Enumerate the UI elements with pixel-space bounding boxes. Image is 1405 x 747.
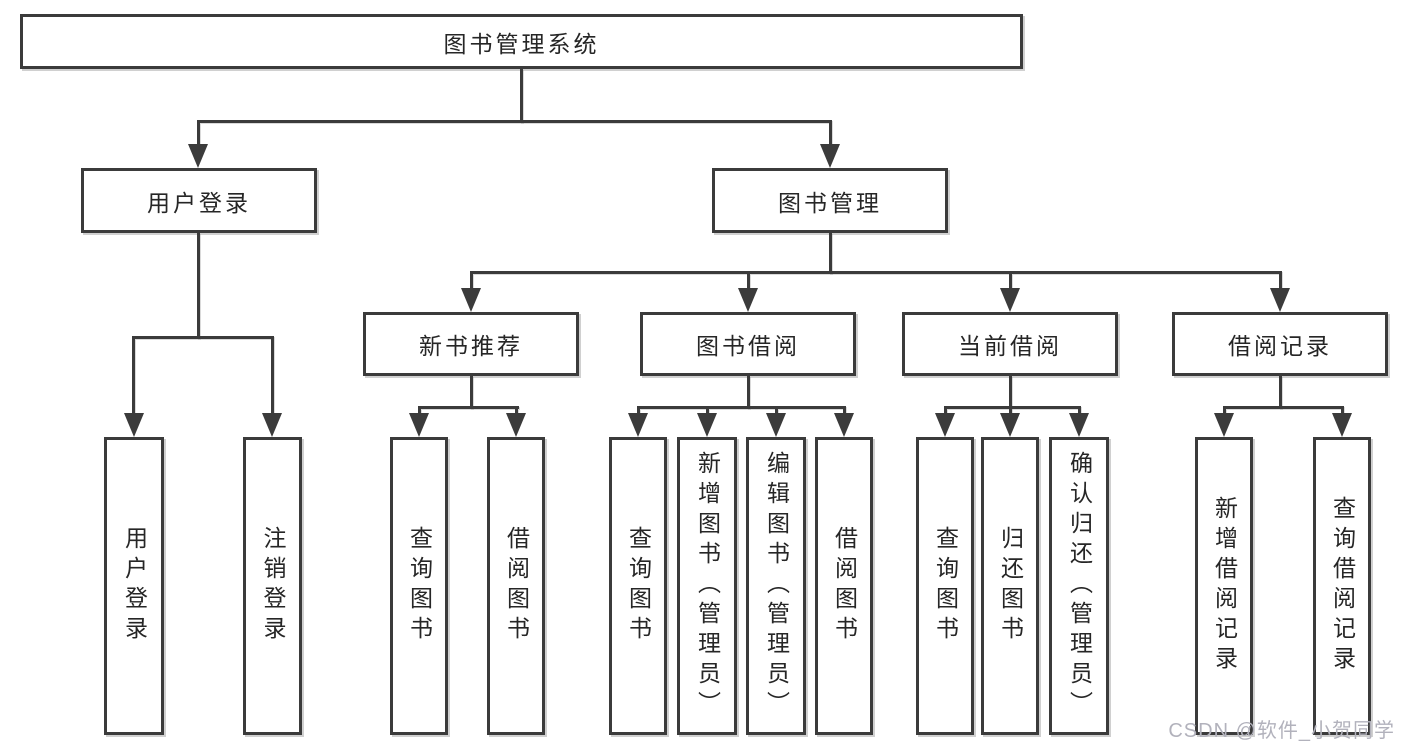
arrowhead-bb-add	[697, 413, 717, 437]
node-leaf-bb-query-books: 查询图书	[609, 437, 667, 735]
node-leaf-bb-edit-book-admin-label: 编辑图书（管理员）	[763, 451, 790, 721]
watermark: CSDN @软件_小贺同学	[1168, 720, 1395, 742]
connector-drop-bb-query	[637, 409, 640, 416]
arrowhead-new-book-recommend	[461, 288, 481, 312]
node-leaf-bb-borrow-books: 借阅图书	[815, 437, 873, 735]
connector-nbr-vertical	[470, 376, 473, 409]
connector-drop-book-management	[829, 123, 832, 146]
connector-drop-br-add	[1223, 409, 1226, 416]
connector-user-login-horizontal	[132, 336, 274, 339]
node-leaf-bb-query-books-label: 查询图书	[625, 526, 652, 646]
node-leaf-user-login-label: 用户登录	[121, 526, 148, 646]
node-book-borrow: 图书借阅	[640, 312, 856, 376]
connector-bb-vertical	[747, 376, 750, 409]
connector-drop-nbr-borrow	[515, 409, 518, 416]
connector-drop-bb-edit	[775, 409, 778, 416]
node-leaf-br-add-record-label: 新增借阅记录	[1211, 496, 1238, 676]
connector-root-vertical	[520, 69, 523, 123]
node-leaf-bb-add-book-admin: 新增图书（管理员）	[677, 437, 737, 735]
connector-drop-nbr-query	[418, 409, 421, 416]
connector-drop-bb-borrow	[843, 409, 846, 416]
node-leaf-logout-label: 注销登录	[260, 526, 286, 646]
arrowhead-cb-return	[1000, 413, 1020, 437]
node-borrow-records: 借阅记录	[1172, 312, 1388, 376]
node-leaf-nbr-borrow-books-label: 借阅图书	[503, 526, 530, 646]
node-book-management: 图书管理	[712, 168, 948, 233]
connector-drop-book-borrow	[747, 274, 750, 291]
node-leaf-bb-edit-book-admin: 编辑图书（管理员）	[746, 437, 806, 735]
arrowhead-current-borrow	[1000, 288, 1020, 312]
connector-bb-horizontal	[637, 406, 846, 409]
arrowhead-br-query	[1332, 413, 1352, 437]
node-new-book-recommend: 新书推荐	[363, 312, 579, 376]
connector-drop-login-leaf	[132, 339, 135, 415]
node-leaf-cb-confirm-return-admin: 确认归还（管理员）	[1049, 437, 1109, 735]
node-leaf-nbr-query-books-label: 查询图书	[406, 526, 433, 646]
arrowhead-br-add	[1214, 413, 1234, 437]
node-leaf-cb-return-books: 归还图书	[981, 437, 1039, 735]
connector-user-login-vertical	[197, 233, 200, 339]
node-leaf-cb-query-books-label: 查询图书	[932, 526, 959, 646]
connector-drop-bb-add	[706, 409, 709, 416]
node-leaf-cb-confirm-return-admin-label: 确认归还（管理员）	[1066, 451, 1093, 721]
arrowhead-bb-edit	[766, 413, 786, 437]
node-current-borrow: 当前借阅	[902, 312, 1118, 376]
connector-drop-cb-query	[944, 409, 947, 416]
connector-br-horizontal	[1223, 406, 1344, 409]
connector-drop-borrow-records	[1279, 274, 1282, 291]
node-leaf-br-query-record: 查询借阅记录	[1313, 437, 1371, 735]
arrowhead-bb-query	[628, 413, 648, 437]
connector-drop-user-login	[197, 123, 200, 146]
connector-drop-br-query	[1341, 409, 1344, 416]
arrowhead-nbr-borrow	[506, 413, 526, 437]
node-leaf-cb-return-books-label: 归还图书	[997, 526, 1024, 646]
node-leaf-bb-borrow-books-label: 借阅图书	[831, 526, 858, 646]
connector-book-management-horizontal	[470, 271, 1282, 274]
connector-root-horizontal	[197, 120, 832, 123]
connector-cb-horizontal	[944, 406, 1081, 409]
node-leaf-nbr-query-books: 查询图书	[390, 437, 448, 735]
arrowhead-bb-borrow	[834, 413, 854, 437]
arrowhead-nbr-query	[409, 413, 429, 437]
connector-drop-current-borrow	[1009, 274, 1012, 291]
arrowhead-borrow-records	[1270, 288, 1290, 312]
node-leaf-user-login: 用户登录	[104, 437, 164, 735]
node-leaf-br-add-record: 新增借阅记录	[1195, 437, 1253, 735]
node-leaf-br-query-record-label: 查询借阅记录	[1329, 496, 1356, 676]
node-leaf-nbr-borrow-books: 借阅图书	[487, 437, 545, 735]
connector-drop-cb-confirm	[1078, 409, 1081, 416]
arrowhead-book-borrow	[738, 288, 758, 312]
node-leaf-bb-add-book-admin-label: 新增图书（管理员）	[694, 451, 721, 721]
arrowhead-cb-confirm	[1069, 413, 1089, 437]
arrowhead-user-login	[188, 144, 208, 168]
connector-drop-logout-leaf	[271, 339, 274, 415]
connector-cb-vertical	[1009, 376, 1012, 409]
arrowhead-cb-query	[935, 413, 955, 437]
node-leaf-logout: 注销登录	[243, 437, 302, 735]
node-leaf-cb-query-books: 查询图书	[916, 437, 974, 735]
connector-drop-new-book-recommend	[470, 274, 473, 291]
arrowhead-login-leaf	[124, 413, 144, 437]
arrowhead-book-management	[820, 144, 840, 168]
connector-drop-cb-return	[1009, 409, 1012, 416]
connector-br-vertical	[1279, 376, 1282, 409]
connector-book-management-vertical	[829, 233, 832, 274]
node-user-login: 用户登录	[81, 168, 317, 233]
node-book-management-system: 图书管理系统	[20, 14, 1023, 69]
connector-nbr-horizontal	[418, 406, 519, 409]
arrowhead-logout-leaf	[262, 413, 282, 437]
